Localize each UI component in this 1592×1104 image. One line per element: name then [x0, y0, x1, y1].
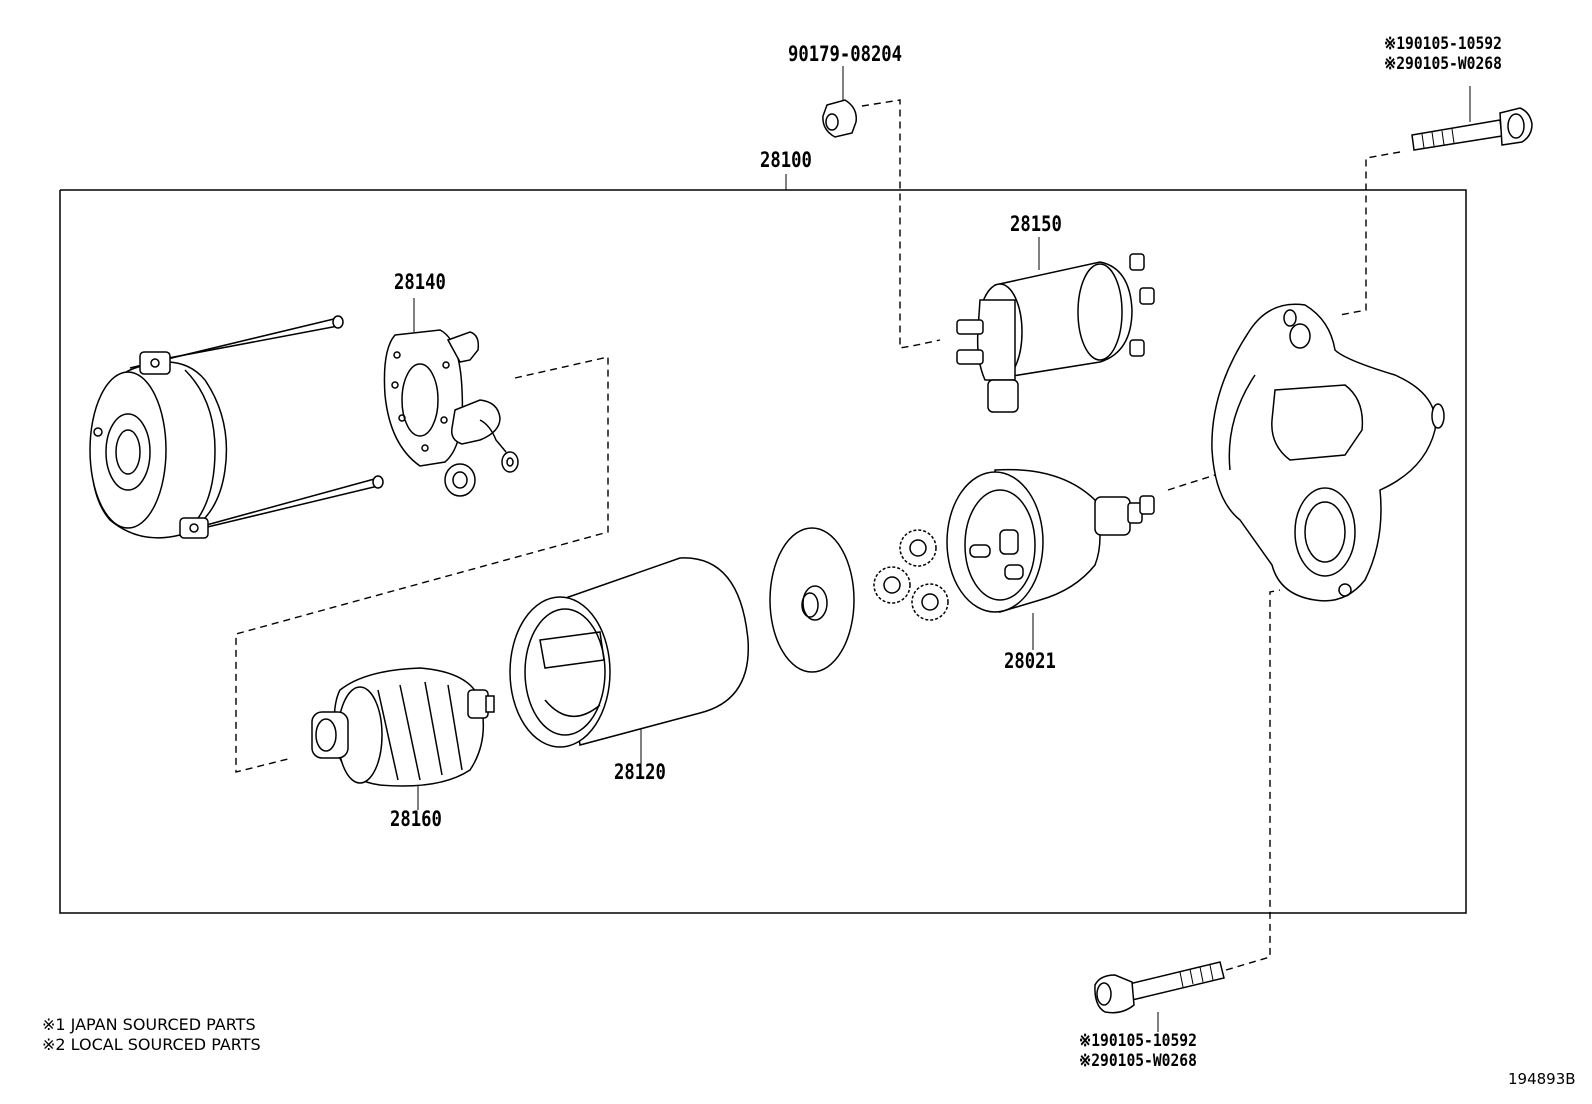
nut-icon [822, 66, 858, 138]
legend-note-1: ※1 JAPAN SOURCED PARTS [42, 1015, 256, 1034]
label-28150: 28150 [1010, 212, 1062, 236]
planetary-gear-icon [873, 529, 949, 621]
label-28140: 28140 [394, 270, 446, 294]
label-bolt-bottom-line2: ※290105-W0268 [1079, 1051, 1197, 1071]
label-28120: 28120 [614, 760, 666, 784]
drive-housing-icon [1211, 303, 1445, 602]
figure-id: 194893B [1508, 1070, 1576, 1088]
label-90179-08204: 90179-08204 [788, 42, 903, 66]
label-28021: 28021 [1004, 649, 1056, 673]
guide-line-bolt-bottom [1225, 589, 1281, 971]
bolt-bottom-icon [1094, 961, 1225, 1032]
label-28100: 28100 [760, 148, 812, 172]
solenoid-icon [956, 237, 1155, 413]
starter-clutch-icon [946, 468, 1155, 650]
guide-line-nut [861, 99, 941, 349]
label-28160: 28160 [390, 807, 442, 831]
guide-line-bolt-top [1339, 151, 1401, 316]
armature-icon [311, 667, 495, 810]
brush-holder-icon [383, 298, 519, 497]
label-bolt-bottom-line1: ※190105-10592 [1079, 1031, 1197, 1051]
bolt-top-icon [1411, 86, 1533, 151]
label-bolt-top-line2: ※290105-W0268 [1384, 54, 1502, 74]
label-bolt-top-line1: ※190105-10592 [1384, 34, 1502, 54]
assembly-frame [59, 174, 1467, 914]
internal-gear-plate-icon [769, 527, 855, 673]
legend-note-2: ※2 LOCAL SOURCED PARTS [42, 1035, 261, 1054]
motor-yoke-icon [89, 315, 384, 539]
yoke-cylinder-icon [509, 557, 750, 764]
